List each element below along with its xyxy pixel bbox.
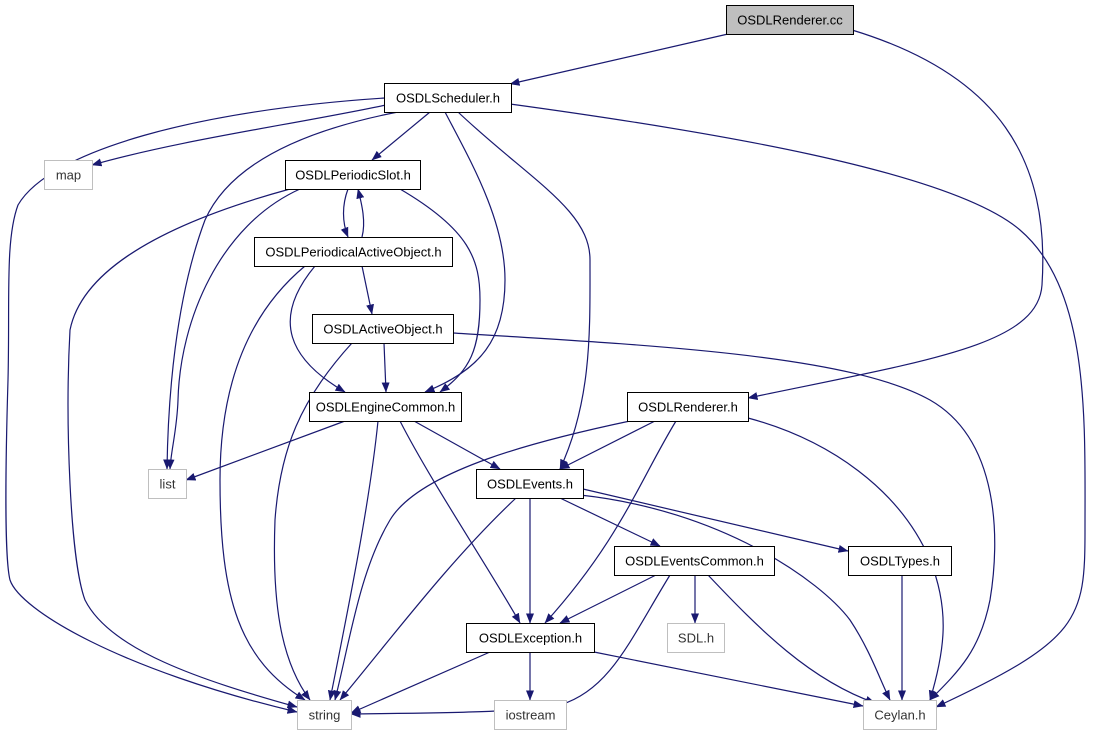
node-box bbox=[848, 546, 952, 576]
edge-scheduler-to-enginecommon bbox=[424, 111, 506, 393]
node-exception[interactable]: OSDLException.h bbox=[466, 623, 595, 653]
edge-periodical-to-periodicslot bbox=[356, 188, 365, 238]
edge-eventscommon-to-exception bbox=[559, 574, 657, 624]
node-events[interactable]: OSDLEvents.h bbox=[476, 469, 584, 499]
edge-scheduler-to-events bbox=[457, 111, 591, 470]
edge-renderer_cc-to-scheduler bbox=[509, 33, 729, 86]
node-label: OSDLPeriodicSlot.h bbox=[295, 168, 411, 183]
edge-scheduler-to-list bbox=[163, 111, 399, 470]
edge-layer bbox=[5, 29, 1086, 718]
node-label: list bbox=[160, 477, 176, 492]
edge-activeobject-to-enginecommon bbox=[381, 342, 390, 393]
node-label: SDL.h bbox=[678, 631, 714, 646]
edge-periodical-to-string bbox=[219, 265, 306, 701]
node-box bbox=[614, 546, 775, 576]
node-box bbox=[148, 469, 187, 499]
node-map: map bbox=[44, 160, 93, 190]
node-types[interactable]: OSDLTypes.h bbox=[848, 546, 952, 576]
node-box bbox=[466, 623, 595, 653]
node-label: OSDLEventsCommon.h bbox=[625, 554, 764, 569]
node-label: OSDLException.h bbox=[479, 631, 582, 646]
edge-events-to-ceylan bbox=[579, 494, 891, 701]
node-renderer_h[interactable]: OSDLRenderer.h bbox=[627, 392, 749, 422]
node-eventscommon[interactable]: OSDLEventsCommon.h bbox=[614, 546, 775, 576]
edge-renderer_h-to-string bbox=[333, 420, 631, 701]
edge-scheduler-to-periodicslot bbox=[371, 111, 431, 161]
node-sdl: SDL.h bbox=[667, 623, 725, 653]
edge-events-to-eventscommon bbox=[559, 497, 661, 547]
node-label: OSDLActiveObject.h bbox=[323, 322, 442, 337]
node-box bbox=[44, 160, 93, 190]
node-renderer_cc[interactable]: OSDLRenderer.cc bbox=[726, 5, 854, 35]
node-activeobject[interactable]: OSDLActiveObject.h bbox=[312, 314, 454, 344]
node-box bbox=[627, 392, 749, 422]
node-label: OSDLTypes.h bbox=[860, 554, 940, 569]
edge-enginecommon-to-exception bbox=[399, 420, 521, 624]
edge-enginecommon-to-string bbox=[327, 420, 379, 701]
node-label: OSDLRenderer.cc bbox=[737, 13, 843, 28]
node-box bbox=[476, 469, 584, 499]
node-box bbox=[312, 314, 454, 344]
node-periodicslot[interactable]: OSDLPeriodicSlot.h bbox=[285, 160, 421, 190]
edge-events-to-string bbox=[339, 497, 517, 701]
edge-enginecommon-to-list bbox=[185, 420, 346, 481]
node-label: map bbox=[56, 168, 81, 183]
node-periodical[interactable]: OSDLPeriodicalActiveObject.h bbox=[254, 237, 453, 267]
edge-periodicslot-to-enginecommon bbox=[399, 188, 481, 393]
edge-scheduler-to-ceylan bbox=[509, 103, 1086, 708]
edge-renderer_h-to-exception bbox=[544, 420, 677, 624]
edge-periodicslot-to-string bbox=[67, 188, 298, 709]
edge-enginecommon-to-events bbox=[413, 420, 501, 470]
edge-activeobject-to-ceylan bbox=[452, 332, 996, 701]
node-string: string bbox=[297, 700, 352, 730]
node-list: list bbox=[148, 469, 187, 499]
node-label: OSDLRenderer.h bbox=[638, 400, 738, 415]
node-label: iostream bbox=[506, 708, 556, 723]
node-box bbox=[309, 392, 462, 422]
node-box bbox=[297, 700, 352, 730]
node-box bbox=[863, 700, 937, 730]
edge-renderer_h-to-events bbox=[559, 420, 656, 470]
node-iostream: iostream bbox=[494, 700, 567, 730]
node-label: OSDLEngineCommon.h bbox=[316, 400, 455, 415]
node-enginecommon[interactable]: OSDLEngineCommon.h bbox=[309, 392, 462, 422]
edge-periodicslot-to-periodical bbox=[340, 188, 349, 238]
node-scheduler[interactable]: OSDLScheduler.h bbox=[384, 83, 512, 113]
edge-periodical-to-activeobject bbox=[361, 265, 374, 315]
node-box bbox=[254, 237, 453, 267]
edge-events-to-types bbox=[582, 488, 849, 553]
node-ceylan: Ceylan.h bbox=[863, 700, 937, 730]
node-box bbox=[726, 5, 854, 35]
node-box bbox=[384, 83, 512, 113]
edge-renderer_cc-to-renderer_h bbox=[747, 29, 1044, 400]
node-label: OSDLPeriodicalActiveObject.h bbox=[265, 245, 441, 260]
node-label: string bbox=[309, 708, 341, 723]
edge-eventscommon-to-ceylan bbox=[707, 574, 876, 704]
node-box bbox=[494, 700, 567, 730]
node-label: OSDLEvents.h bbox=[487, 477, 573, 492]
node-label: Ceylan.h bbox=[874, 708, 925, 723]
edge-periodicslot-to-list bbox=[166, 188, 301, 470]
node-box bbox=[285, 160, 421, 190]
edge-scheduler-to-map bbox=[91, 104, 387, 167]
edge-exception-to-ceylan bbox=[593, 651, 864, 709]
node-label: OSDLScheduler.h bbox=[396, 91, 500, 106]
edge-periodical-to-enginecommon bbox=[289, 265, 346, 393]
edge-scheduler-to-string bbox=[5, 97, 386, 714]
edge-exception-to-string bbox=[350, 651, 491, 714]
node-box bbox=[667, 623, 725, 653]
